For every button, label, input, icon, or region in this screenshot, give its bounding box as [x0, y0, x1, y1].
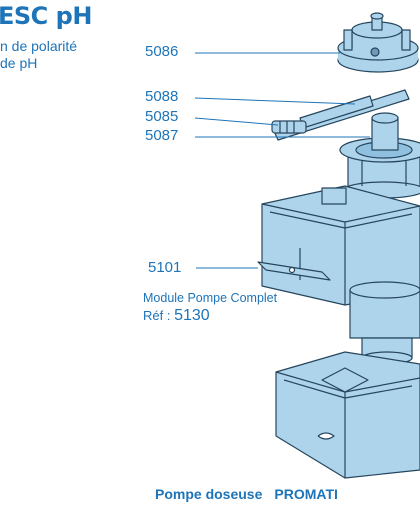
part-5087-pump-head [339, 112, 420, 199]
subtitle-line-2: de pH [0, 55, 38, 71]
part-5101-bracket [257, 261, 331, 281]
pump-motor-section [349, 281, 420, 365]
footer-part-1: Pompe doseuse [155, 486, 263, 502]
part-5086-cap [337, 12, 419, 73]
footer-part-2: PROMATI [274, 486, 338, 502]
module-ref: Réf : 5130 [143, 307, 210, 325]
footer-caption: Pompe doseuse PROMATI [155, 486, 338, 502]
module-label: Module Pompe Complet [143, 291, 278, 305]
callout-5101: 5101 [148, 259, 182, 276]
module-ref-prefix: Réf : [143, 308, 171, 323]
callout-5087: 5087 [145, 127, 179, 144]
page-title: ESC pH [0, 2, 92, 30]
callout-5085: 5085 [145, 108, 179, 125]
module-ref-number: 5130 [174, 307, 210, 324]
leader-line-5088 [194, 97, 356, 105]
callout-5086: 5086 [145, 43, 179, 60]
pump-base-tray [275, 351, 420, 479]
callout-5088: 5088 [145, 88, 179, 105]
subtitle-line-1: n de polarité [0, 38, 78, 54]
leader-line-5085 [194, 117, 279, 126]
